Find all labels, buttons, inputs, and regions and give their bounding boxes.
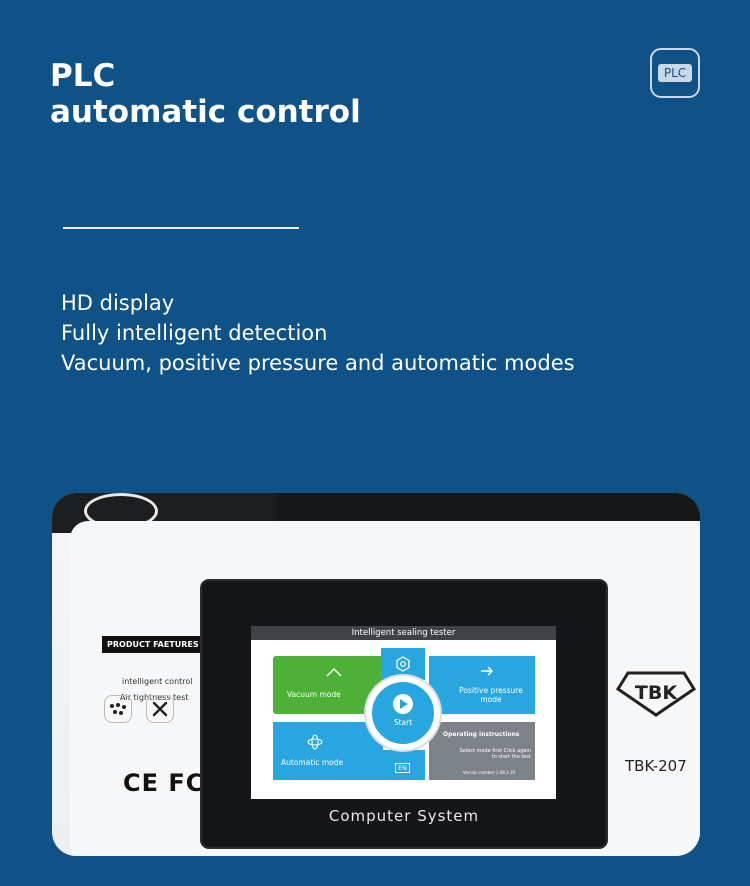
instructions-tile[interactable]: Operating instructions Select mode first… [429, 722, 535, 780]
positive-pressure-tile[interactable]: Positive pressure mode [429, 656, 535, 714]
page-title: PLC automatic control [50, 58, 361, 130]
vacuum-mode-label: Vacuum mode [287, 690, 341, 699]
divider [63, 227, 299, 229]
svg-text:TBK: TBK [635, 682, 678, 704]
automatic-mode-tile[interactable]: Automatic mode [273, 722, 383, 780]
instructions-body: Select mode first Click again to start t… [459, 748, 531, 760]
product-features-label: PRODUCT FAETURES [102, 636, 204, 653]
play-icon [393, 694, 413, 714]
title-line-plc: PLC [50, 58, 116, 94]
automatic-mode-label: Automatic mode [281, 758, 344, 767]
screen-title: Intelligent sealing tester [251, 626, 556, 640]
certification-marks: CE FC [123, 769, 205, 797]
computer-system-label: Computer System [328, 807, 480, 825]
feature-intelligent-detection: Fully intelligent detection [61, 321, 328, 345]
tbk-logo-icon: TBK [616, 671, 696, 717]
tools-icon [146, 695, 174, 723]
feature-modes: Vacuum, positive pressure and automatic … [61, 351, 575, 375]
positive-pressure-label: Positive pressure mode [459, 686, 523, 704]
intelligent-control-text: intelligent control [122, 677, 193, 686]
language-tile[interactable]: EN [381, 750, 425, 780]
display-bezel: Intelligent sealing tester Vacuum mode P… [202, 581, 606, 847]
instructions-title: Operating instructions [443, 731, 520, 738]
plc-badge-icon: PLC [650, 48, 700, 98]
plc-badge-label: PLC [657, 64, 693, 82]
pressure-icon [481, 666, 493, 676]
start-button[interactable]: Start [366, 676, 440, 750]
title-line-automatic-control: automatic control [50, 94, 361, 130]
language-label: EN [395, 763, 410, 773]
touch-screen: Intelligent sealing tester Vacuum mode P… [251, 626, 556, 799]
vacuum-icon [326, 668, 342, 677]
settings-tile[interactable] [381, 648, 425, 680]
device-body: PRODUCT FAETURES intelligent control Air… [70, 521, 700, 856]
feature-list: HD display Fully intelligent detection V… [61, 288, 575, 378]
dots-icon [104, 695, 132, 723]
start-label: Start [393, 718, 413, 727]
gear-icon [396, 656, 410, 672]
start-button-inner[interactable]: Start [372, 682, 434, 744]
atom-icon [307, 734, 323, 750]
model-number: TBK-207 [625, 757, 687, 775]
vacuum-mode-tile[interactable]: Vacuum mode [273, 656, 383, 714]
version-number: Version number 1.08.3.19 [463, 770, 515, 775]
air-tightness-text: Air tightness test [120, 693, 189, 702]
device-image: PRODUCT FAETURES intelligent control Air… [52, 493, 700, 856]
feature-hd-display: HD display [61, 291, 175, 315]
